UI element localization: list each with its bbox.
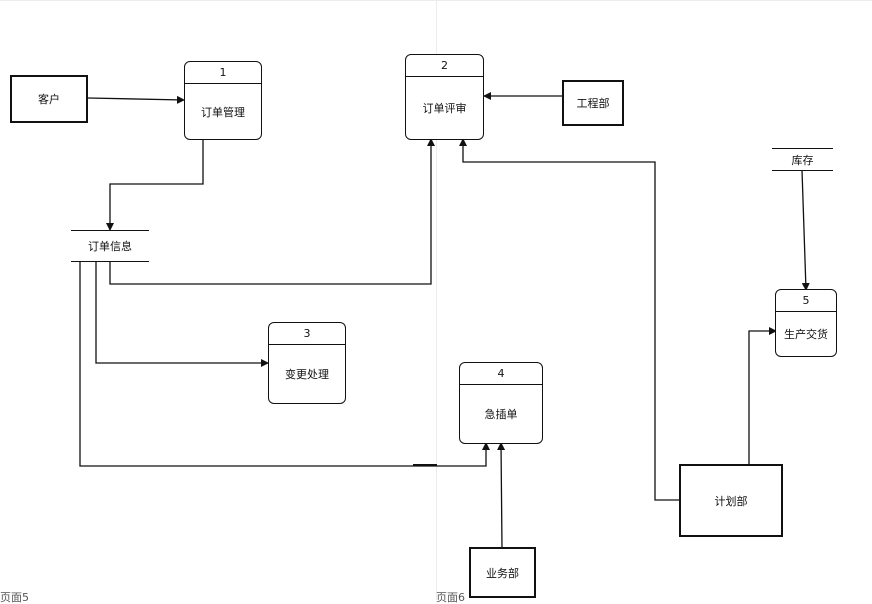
process-rush-order[interactable]: 4 急插单 (459, 362, 543, 444)
page-guide-divider (436, 0, 437, 600)
store-inventory-label: 库存 (791, 153, 814, 167)
entity-planning-label: 计划部 (714, 494, 748, 508)
process-2-name: 订单评审 (422, 102, 467, 115)
process-1-id: 1 (185, 62, 261, 84)
process-1-name: 订单管理 (201, 105, 245, 119)
store-inventory[interactable]: 库存 (772, 148, 833, 171)
flow-order-info-to-order-review (109, 138, 435, 285)
page-label-left: 页面5 (0, 591, 29, 604)
page-label-right: 页面6 (436, 591, 465, 604)
process-5-id: 5 (776, 290, 836, 312)
process-3-id: 3 (269, 323, 345, 345)
process-order-management[interactable]: 1 订单管理 (184, 61, 262, 140)
process-2-id: 2 (406, 55, 483, 77)
entity-customer-label: 客户 (38, 93, 60, 106)
process-4-name: 急插单 (484, 408, 518, 421)
flow-order-info-to-change (95, 262, 269, 367)
flow-business-to-rush-order (497, 442, 506, 549)
flow-order-mgmt-to-order-info (106, 139, 204, 231)
store-order-info[interactable]: 订单信息 (71, 230, 149, 262)
flow-inventory-to-production (801, 169, 810, 291)
entity-customer[interactable]: 客户 (10, 75, 88, 123)
flow-customer-to-order-mgmt (87, 95, 185, 104)
entity-business[interactable]: 业务部 (469, 547, 536, 598)
process-production-delivery[interactable]: 5 生产交货 (775, 289, 837, 357)
flow-order-info-to-rush-order (79, 262, 490, 467)
flow-planning-to-production (748, 327, 777, 465)
process-3-name: 变更处理 (285, 368, 329, 381)
entity-planning[interactable]: 计划部 (679, 464, 783, 537)
entity-business-label: 业务部 (486, 566, 519, 580)
entity-engineering[interactable]: 工程部 (562, 80, 624, 126)
process-order-review[interactable]: 2 订单评审 (405, 54, 484, 140)
entity-engineering-label: 工程部 (576, 97, 610, 110)
process-change-handling[interactable]: 3 变更处理 (268, 322, 346, 404)
process-4-id: 4 (460, 363, 542, 385)
flow-planning-to-order-review (459, 138, 680, 501)
process-5-name: 生产交货 (784, 328, 828, 341)
store-order-info-label: 订单信息 (88, 240, 132, 253)
